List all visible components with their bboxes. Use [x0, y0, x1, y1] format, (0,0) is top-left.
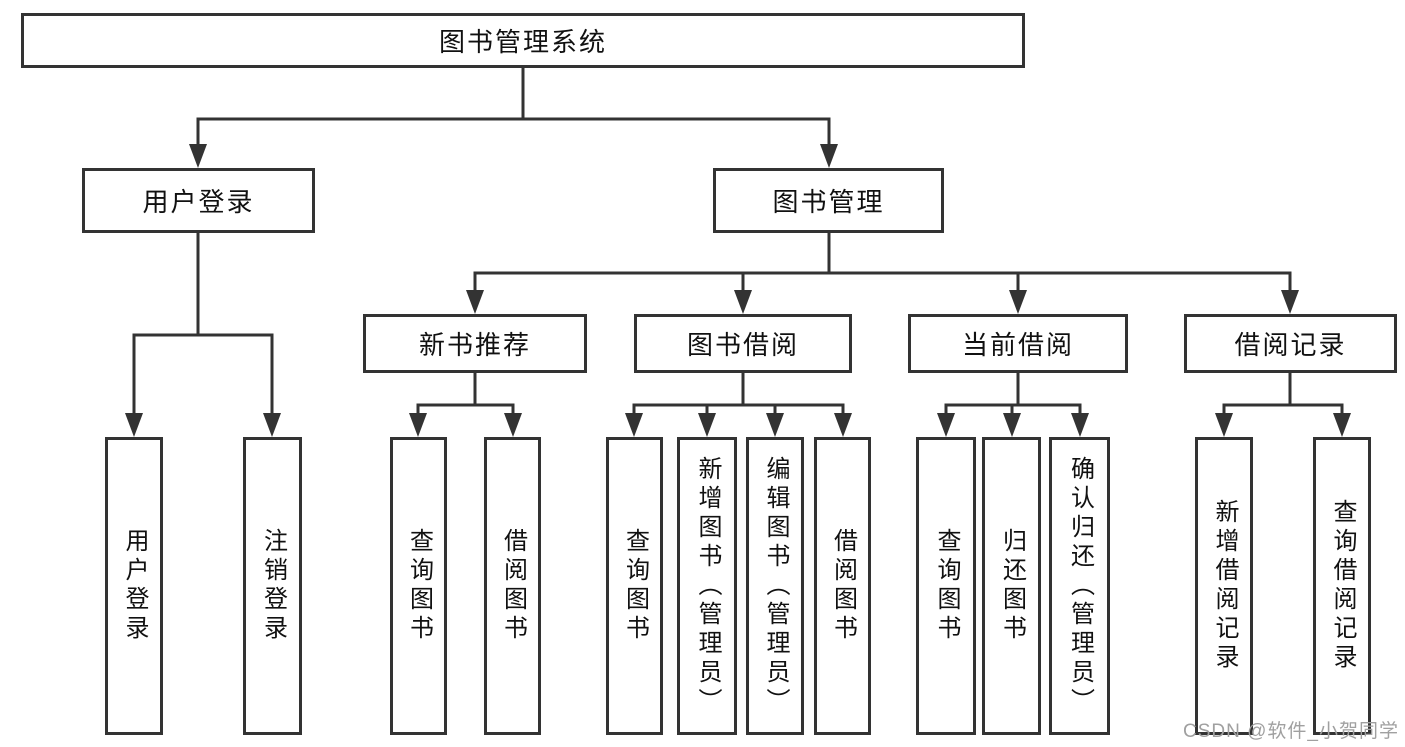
- leaf-user-login: 用户登录: [105, 437, 163, 735]
- leaf-edit-book-admin-label: 编辑图书（管理员）: [762, 455, 789, 717]
- leaf-query-books-1: 查询图书: [390, 437, 447, 735]
- leaf-query-books-2-label: 查询图书: [621, 528, 649, 644]
- leaf-logout-login-label: 注销登录: [259, 528, 287, 644]
- leaf-query-books-3: 查询图书: [916, 437, 976, 735]
- leaf-query-books-3-label: 查询图书: [933, 528, 960, 644]
- leaf-return-books: 归还图书: [982, 437, 1041, 735]
- leaf-add-borrow-record: 新增借阅记录: [1195, 437, 1253, 735]
- node-library-management-system: 图书管理系统: [21, 13, 1025, 68]
- leaf-query-borrow-record: 查询借阅记录: [1313, 437, 1371, 735]
- leaf-add-book-admin-label: 新增图书（管理员）: [694, 455, 721, 717]
- node-user-login: 用户登录: [82, 168, 315, 233]
- leaf-confirm-return-admin-label: 确认归还（管理员）: [1066, 455, 1094, 717]
- leaf-logout-login: 注销登录: [243, 437, 302, 735]
- node-book-management: 图书管理: [713, 168, 944, 233]
- leaf-confirm-return-admin: 确认归还（管理员）: [1049, 437, 1110, 735]
- leaf-query-books-2: 查询图书: [606, 437, 663, 735]
- leaf-borrow-books-2: 借阅图书: [814, 437, 871, 735]
- watermark-text: CSDN @软件_小贺同学: [1183, 721, 1399, 742]
- node-current-borrowing: 当前借阅: [908, 314, 1128, 373]
- leaf-borrow-books-1: 借阅图书: [484, 437, 541, 735]
- leaf-return-books-label: 归还图书: [998, 528, 1026, 644]
- node-new-book-recommend: 新书推荐: [363, 314, 587, 373]
- leaf-edit-book-admin: 编辑图书（管理员）: [746, 437, 804, 735]
- node-borrowing-records: 借阅记录: [1184, 314, 1397, 373]
- leaf-add-borrow-record-label: 新增借阅记录: [1211, 499, 1238, 673]
- leaf-add-book-admin: 新增图书（管理员）: [677, 437, 737, 735]
- leaf-query-borrow-record-label: 查询借阅记录: [1329, 499, 1356, 673]
- leaf-user-login-label: 用户登录: [121, 528, 148, 644]
- node-book-borrowing: 图书借阅: [634, 314, 852, 373]
- leaf-borrow-books-1-label: 借阅图书: [499, 528, 527, 644]
- leaf-query-books-1-label: 查询图书: [405, 528, 433, 644]
- leaf-borrow-books-2-label: 借阅图书: [829, 528, 857, 644]
